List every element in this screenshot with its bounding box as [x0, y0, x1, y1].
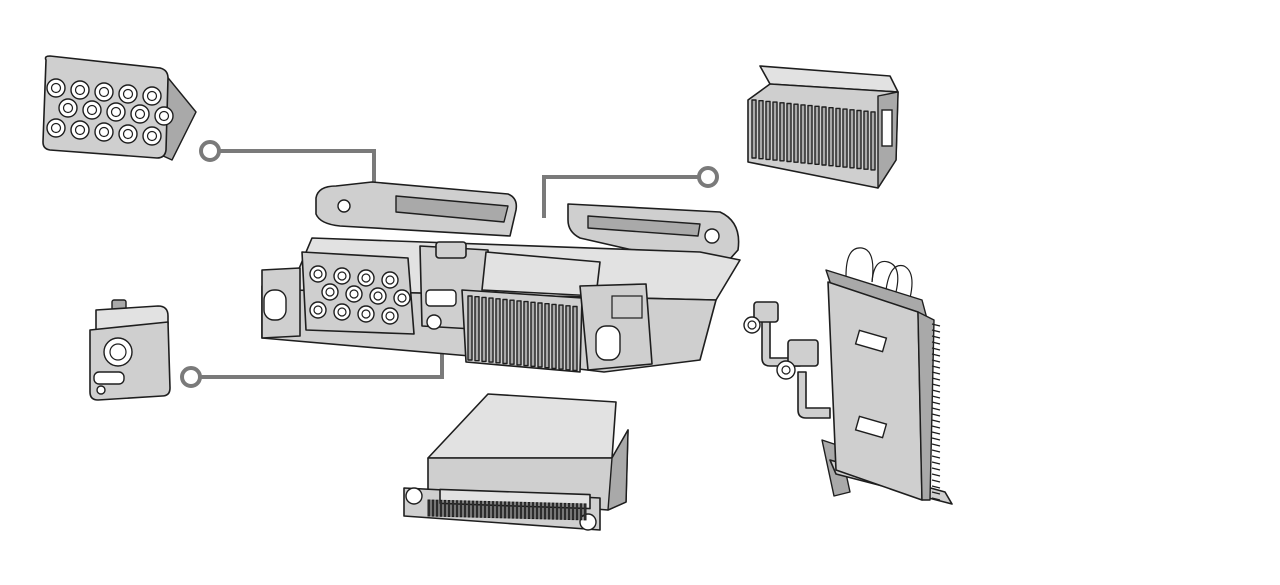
callout-line-pin-header — [542, 175, 698, 218]
fin — [863, 110, 869, 170]
coax-multiport-connector — [42, 55, 197, 161]
callout-node-single-coax — [180, 366, 202, 388]
fin — [523, 300, 529, 367]
fin — [800, 104, 806, 164]
coax-port-icon — [46, 78, 66, 98]
coax-port-icon — [345, 285, 363, 303]
fin — [758, 99, 764, 160]
coax-port-icon — [154, 106, 174, 126]
coax-port-icon — [309, 301, 327, 319]
coax-port-icon — [82, 100, 102, 120]
fin — [495, 298, 501, 364]
fin — [842, 108, 848, 168]
fin — [793, 103, 799, 163]
fin — [502, 298, 508, 365]
fin — [849, 109, 855, 169]
fin — [516, 300, 522, 366]
coax-port-icon — [381, 307, 399, 325]
coax-port-icon — [309, 265, 327, 283]
callout-node-pin-header — [697, 166, 719, 188]
fin — [558, 304, 564, 370]
fin — [474, 296, 480, 362]
assembled-connector-housing — [261, 181, 741, 373]
coax-port-icon — [142, 86, 162, 106]
fin — [786, 102, 792, 163]
backplane-card-module — [743, 247, 953, 505]
fin — [807, 104, 813, 165]
fin — [467, 295, 473, 361]
fin — [551, 303, 557, 370]
fin — [537, 302, 543, 368]
coax-port-icon — [333, 267, 351, 285]
coax-port-icon — [142, 126, 162, 146]
pin-header-connector — [747, 65, 899, 189]
coax-port-icon — [94, 122, 114, 142]
coax-port-icon — [70, 80, 90, 100]
fin — [765, 100, 771, 161]
coax-port-icon — [46, 118, 66, 138]
fin — [572, 305, 578, 372]
coax-port-icon — [333, 303, 351, 321]
coax-port-icon — [130, 104, 150, 124]
fin — [481, 296, 487, 363]
coax-port-icon — [393, 289, 411, 307]
fin — [814, 105, 820, 166]
coax-port-icon — [357, 269, 375, 287]
coax-port-icon — [94, 82, 114, 102]
fin — [565, 305, 571, 371]
fin — [544, 303, 550, 369]
fin — [509, 299, 515, 365]
coax-port-icon — [321, 283, 339, 301]
sealed-ecu-connector-module — [403, 393, 629, 531]
single-coax-connector — [89, 299, 171, 401]
coax-port-icon — [106, 102, 126, 122]
coax-port-icon — [357, 305, 375, 323]
fin — [772, 101, 778, 161]
fin — [828, 106, 834, 167]
callout-line-coax-multiport — [220, 149, 376, 183]
coax-port-icon — [58, 98, 78, 118]
fin — [835, 107, 841, 168]
fin — [779, 102, 785, 162]
fin — [751, 99, 757, 159]
coax-port-icon — [118, 84, 138, 104]
callout-node-coax-multiport — [199, 140, 221, 162]
coax-port-icon — [369, 287, 387, 305]
coax-port-icon — [381, 271, 399, 289]
fin — [488, 297, 494, 363]
coax-port-icon — [118, 124, 138, 144]
fin — [821, 106, 827, 166]
fin — [870, 111, 876, 171]
fin — [856, 109, 862, 170]
coax-port-icon — [70, 120, 90, 140]
fin — [530, 301, 536, 367]
